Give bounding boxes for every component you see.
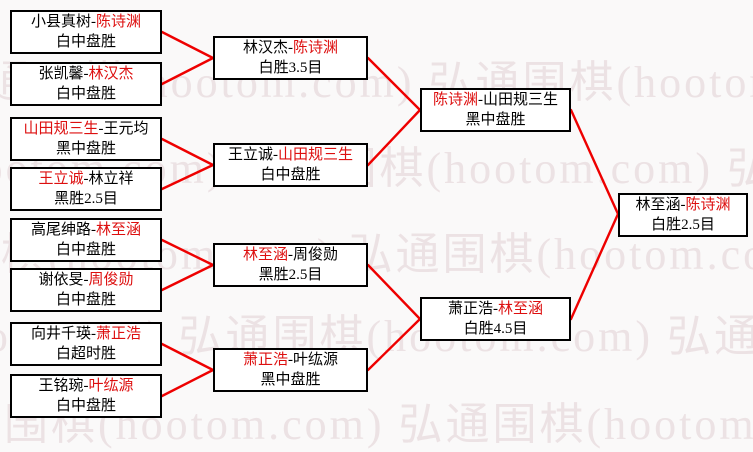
player-loser: 高尾绅路- bbox=[30, 222, 96, 238]
match-box-sf-2: 萧正浩-林至涵 白胜4.5目 bbox=[420, 297, 571, 341]
match-players: 向井千瑛-萧正浩 bbox=[31, 324, 141, 344]
match-result: 白胜3.5目 bbox=[258, 60, 323, 76]
player-winner: 王立诚 bbox=[38, 171, 84, 187]
connector-line bbox=[160, 342, 215, 372]
player-loser: -王元均 bbox=[98, 121, 149, 137]
match-box-r16-6: 谢依旻-周俊勋 白中盘胜 bbox=[10, 268, 162, 312]
connector-line bbox=[160, 137, 215, 167]
player-winner: 林汉杰 bbox=[88, 66, 134, 82]
player-loser: -周俊勋 bbox=[288, 247, 338, 263]
player-loser: -叶纮源 bbox=[288, 352, 338, 368]
match-result: 黑胜2.5目 bbox=[54, 191, 118, 207]
connector-line bbox=[160, 368, 215, 398]
connector-line bbox=[569, 212, 620, 321]
match-players: 小县真树-陈诗渊 bbox=[31, 12, 141, 32]
connector-line bbox=[366, 56, 422, 112]
match-result: 白胜4.5目 bbox=[463, 321, 528, 337]
match-result: 白胜2.5目 bbox=[651, 217, 715, 233]
connector-line bbox=[366, 317, 422, 372]
match-box-r16-4: 王立诚-林立祥 黑胜2.5目 bbox=[10, 167, 162, 211]
connector-line bbox=[160, 238, 215, 267]
connector-line bbox=[160, 30, 215, 60]
match-result: 白中盘胜 bbox=[55, 34, 116, 50]
match-players: 萧正浩-叶纮源 bbox=[243, 350, 338, 370]
match-result: 黑中盘胜 bbox=[465, 112, 526, 128]
match-players: 陈诗渊-山田规三生 bbox=[433, 90, 558, 110]
player-loser: 王立诚- bbox=[227, 147, 278, 163]
match-players: 王立诚-林立祥 bbox=[38, 169, 133, 189]
match-players: 林至涵-陈诗渊 bbox=[635, 195, 730, 215]
match-players: 谢依旻-周俊勋 bbox=[38, 270, 133, 290]
player-winner: 陈诗渊 bbox=[685, 197, 731, 213]
player-winner: 山田规三生 bbox=[23, 121, 99, 137]
match-result: 黑中盘胜 bbox=[55, 141, 116, 157]
match-box-qf-4: 萧正浩-叶纮源 黑中盘胜 bbox=[213, 348, 368, 392]
match-box-qf-2: 王立诚-山田规三生 白中盘胜 bbox=[213, 143, 368, 187]
player-winner: 萧正浩 bbox=[95, 326, 141, 342]
match-box-final: 林至涵-陈诗渊 白胜2.5目 bbox=[618, 193, 748, 237]
match-box-qf-1: 林汉杰-陈诗渊 白胜3.5目 bbox=[213, 36, 368, 80]
match-result: 白超时胜 bbox=[55, 346, 116, 362]
player-loser: 萧正浩- bbox=[447, 301, 498, 317]
match-players: 林汉杰-陈诗渊 bbox=[243, 38, 338, 58]
player-loser: 谢依旻- bbox=[38, 272, 89, 288]
match-box-r16-7: 向井千瑛-萧正浩 白超时胜 bbox=[10, 322, 162, 366]
match-result: 白中盘胜 bbox=[260, 167, 321, 183]
match-box-sf-1: 陈诗渊-山田规三生 黑中盘胜 bbox=[420, 88, 571, 132]
connector-line bbox=[160, 163, 215, 191]
match-result: 白中盘胜 bbox=[55, 86, 116, 102]
player-winner: 萧正浩 bbox=[242, 352, 288, 368]
match-box-r16-1: 小县真树-陈诗渊 白中盘胜 bbox=[10, 10, 162, 54]
match-players: 王立诚-山田规三生 bbox=[228, 145, 353, 165]
player-winner: 叶纮源 bbox=[88, 378, 134, 394]
connector-line bbox=[366, 263, 422, 321]
player-winner: 林至涵 bbox=[242, 247, 288, 263]
player-loser: 小县真树- bbox=[30, 14, 96, 30]
player-loser: 王铭琬- bbox=[38, 378, 89, 394]
match-result: 黑胜2.5目 bbox=[258, 267, 323, 283]
player-winner: 林至涵 bbox=[95, 222, 141, 238]
match-players: 高尾绅路-林至涵 bbox=[31, 220, 141, 240]
bracket-connector-lines bbox=[160, 30, 620, 398]
player-winner: 陈诗渊 bbox=[292, 40, 338, 56]
match-result: 白中盘胜 bbox=[55, 242, 116, 258]
match-box-r16-3: 山田规三生-王元均 黑中盘胜 bbox=[10, 117, 162, 161]
player-loser: -林立祥 bbox=[83, 171, 134, 187]
player-loser: 向井千瑛- bbox=[30, 326, 96, 342]
connector-line bbox=[569, 108, 620, 216]
player-loser: 张凯馨- bbox=[38, 66, 89, 82]
match-players: 王铭琬-叶纮源 bbox=[38, 376, 133, 396]
player-winner: 陈诗渊 bbox=[432, 92, 478, 108]
match-box-r16-8: 王铭琬-叶纮源 白中盘胜 bbox=[10, 374, 162, 418]
match-players: 张凯馨-林汉杰 bbox=[38, 64, 133, 84]
player-winner: 周俊勋 bbox=[88, 272, 134, 288]
match-result: 白中盘胜 bbox=[55, 398, 116, 414]
match-result: 白中盘胜 bbox=[55, 292, 116, 308]
match-players: 山田规三生-王元均 bbox=[23, 119, 148, 139]
bracket-diagram: 弘通围棋(hootom.com) 弘通围棋(hootom.com) 弘通围棋(h… bbox=[0, 10, 753, 449]
match-players: 萧正浩-林至涵 bbox=[448, 299, 543, 319]
player-loser: 林至涵- bbox=[635, 197, 686, 213]
connector-line bbox=[160, 56, 215, 86]
player-winner: 陈诗渊 bbox=[95, 14, 141, 30]
connector-line bbox=[160, 263, 215, 292]
player-winner: 山田规三生 bbox=[277, 147, 353, 163]
player-loser: -山田规三生 bbox=[478, 92, 558, 108]
player-winner: 林至涵 bbox=[497, 301, 543, 317]
match-box-qf-3: 林至涵-周俊勋 黑胜2.5目 bbox=[213, 243, 368, 287]
match-box-r16-2: 张凯馨-林汉杰 白中盘胜 bbox=[10, 62, 162, 106]
match-result: 黑中盘胜 bbox=[260, 372, 321, 388]
match-box-r16-5: 高尾绅路-林至涵 白中盘胜 bbox=[10, 218, 162, 262]
player-loser: 林汉杰- bbox=[242, 40, 293, 56]
match-players: 林至涵-周俊勋 bbox=[243, 245, 338, 265]
connector-line bbox=[366, 108, 422, 167]
